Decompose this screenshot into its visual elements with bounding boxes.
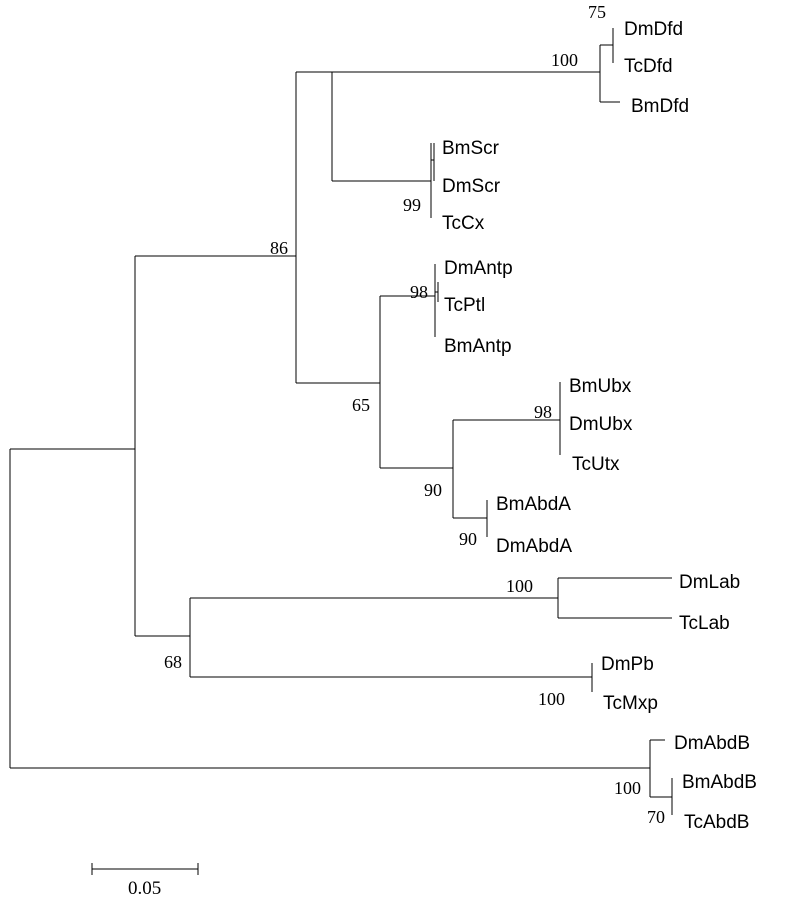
taxon-label-dmabda: DmAbdA [496,536,572,557]
bootstrap-value-pb-clade: 100 [538,689,565,709]
bootstrap-values: 75 100 99 86 98 98 65 90 90 100 68 100 1… [164,2,665,827]
scale-bar: 0.05 [91,863,199,899]
bootstrap-value-lab-pb: 68 [164,652,182,672]
taxon-label-dmantp: DmAntp [444,258,513,279]
taxon-label-tclab: TcLab [679,613,730,634]
bootstrap-value-abdb-clade: 100 [614,778,641,798]
bootstrap-value-abda-clade: 90 [459,529,477,549]
taxon-label-bmabda: BmAbdA [496,494,571,515]
taxon-label-bmubx: BmUbx [569,376,632,397]
taxon-label-dmabdb: DmAbdB [674,733,750,754]
scale-bar-label: 0.05 [128,878,161,899]
taxon-label-tcabdb: TcAbdB [684,812,749,833]
bootstrap-value-lab-clade: 100 [506,576,533,596]
bootstrap-value-abdb-inner: 70 [647,807,665,827]
taxon-label-dmlab: DmLab [679,572,740,593]
taxon-label-dmscr: DmScr [442,176,501,197]
bootstrap-value-antp-clade: 98 [410,282,428,302]
taxon-label-tcmxp: TcMxp [603,693,658,714]
taxon-label-tcdfd: TcDfd [624,56,673,77]
taxon-labels: DmDfd TcDfd BmDfd BmScr DmScr TcCx DmAnt… [442,19,757,833]
bootstrap-value-ubx-abda: 90 [424,480,442,500]
taxon-label-dmubx: DmUbx [569,414,633,435]
taxon-label-tcptl: TcPtl [444,295,485,316]
taxon-label-bmantp: BmAntp [444,336,512,357]
taxon-label-bmabdb: BmAbdB [682,772,757,793]
taxon-label-dmpb: DmPb [601,654,654,675]
bootstrap-value-dfd-scr: 86 [270,238,288,258]
bootstrap-value-dfd-inner: 75 [588,2,606,22]
taxon-label-tcutx: TcUtx [572,454,620,475]
bootstrap-value-dfd-clade: 100 [551,50,578,70]
taxon-label-dmdfd: DmDfd [624,19,683,40]
bootstrap-value-antp-ubx-abda: 65 [352,395,370,415]
taxon-label-tccx: TcCx [442,213,485,234]
taxon-label-bmdfd: BmDfd [631,96,689,117]
bootstrap-value-scr-clade: 99 [403,195,421,215]
taxon-label-bmscr: BmScr [442,138,500,159]
bootstrap-value-ubx-clade: 98 [534,402,552,422]
tree-branches [9,28,673,815]
